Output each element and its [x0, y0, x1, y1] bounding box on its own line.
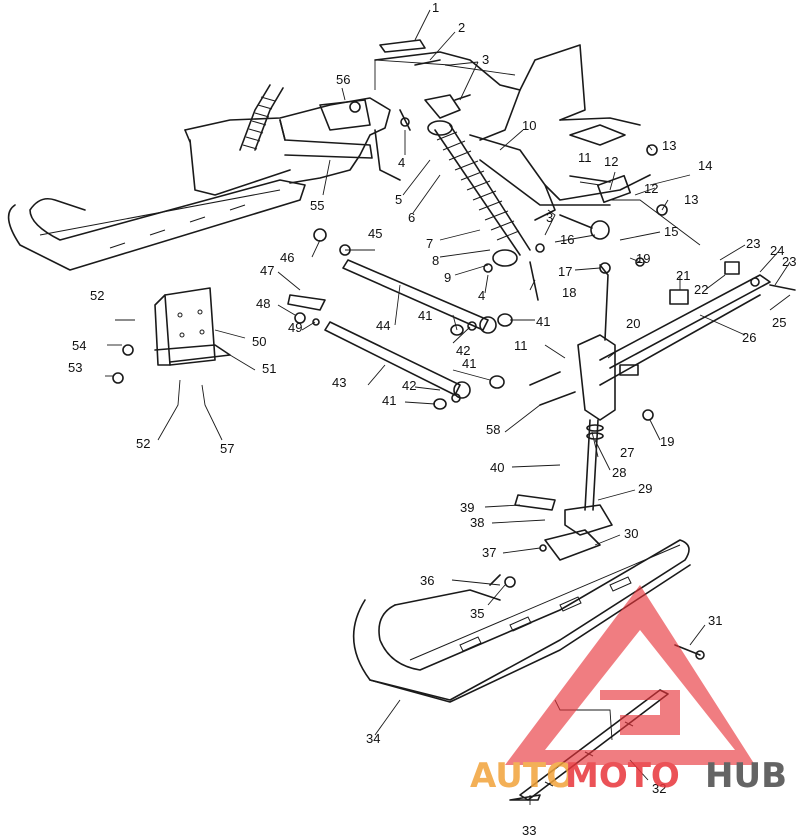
- label-38: 38: [470, 515, 484, 530]
- label-23b: 23: [782, 254, 796, 269]
- label-12: 12: [604, 154, 618, 169]
- label-11: 11: [578, 150, 592, 165]
- label-13: 13: [662, 138, 676, 153]
- label-31: 31: [708, 613, 722, 628]
- label-20: 20: [626, 316, 640, 331]
- label-41d: 41: [382, 393, 396, 408]
- label-2: 2: [458, 20, 465, 35]
- label-17: 17: [558, 264, 572, 279]
- label-33: 33: [522, 823, 536, 838]
- label-7: 7: [426, 236, 433, 251]
- label-3b: 3: [546, 210, 553, 225]
- label-10: 10: [522, 118, 536, 133]
- label-52b: 52: [136, 436, 150, 451]
- label-41a: 41: [418, 308, 432, 323]
- label-57: 57: [220, 441, 234, 456]
- label-35: 35: [470, 606, 484, 621]
- left-ski: [7, 179, 306, 271]
- label-32: 32: [652, 781, 666, 796]
- label-28: 28: [612, 465, 626, 480]
- watermark-logo: AUTO MOTO HUB: [470, 585, 787, 796]
- leader-lines: [105, 9, 791, 805]
- label-41c: 41: [462, 356, 476, 371]
- label-15: 15: [664, 224, 678, 239]
- label-56: 56: [336, 72, 350, 87]
- label-45: 45: [368, 226, 382, 241]
- label-26: 26: [742, 330, 756, 345]
- label-53: 53: [68, 360, 82, 375]
- label-49: 49: [288, 320, 302, 335]
- label-52: 52: [90, 288, 104, 303]
- label-43: 43: [332, 375, 346, 390]
- label-21: 21: [676, 268, 690, 283]
- spindle: [564, 262, 616, 536]
- label-1: 1: [432, 0, 439, 15]
- label-14: 14: [698, 158, 712, 173]
- ski-saddle: [514, 494, 601, 561]
- label-42: 42: [456, 343, 470, 358]
- label-11b: 11: [514, 338, 528, 353]
- chassis-frame: [184, 44, 641, 196]
- watermark-hub: HUB: [705, 756, 787, 796]
- upper-a-arm: [469, 124, 651, 221]
- label-30: 30: [624, 526, 638, 541]
- label-5: 5: [395, 192, 402, 207]
- label-47: 47: [260, 263, 274, 278]
- label-58: 58: [486, 422, 500, 437]
- label-29: 29: [638, 481, 652, 496]
- label-22: 22: [694, 282, 708, 297]
- label-9: 9: [444, 270, 451, 285]
- label-37: 37: [482, 545, 496, 560]
- label-50: 50: [252, 334, 266, 349]
- rear-shock-left: [239, 84, 284, 151]
- label-19b: 19: [660, 434, 674, 449]
- label-46: 46: [280, 250, 294, 265]
- label-13b: 13: [684, 192, 698, 207]
- label-18: 18: [562, 285, 576, 300]
- label-4: 4: [398, 155, 405, 170]
- upper-hardware: [379, 39, 668, 240]
- label-23: 23: [746, 236, 760, 251]
- label-3: 3: [482, 52, 489, 67]
- center-bracket: [319, 99, 411, 181]
- label-12b: 12: [644, 181, 658, 196]
- tie-rod: [599, 261, 796, 386]
- label-6: 6: [408, 210, 415, 225]
- watermark-auto: AUTO: [470, 756, 575, 796]
- callout-labels: 1 2 3 56 10 4 5 6 55 13 11 12 14 12 13 3…: [68, 0, 796, 838]
- label-54: 54: [72, 338, 86, 353]
- label-44: 44: [376, 318, 390, 333]
- label-8: 8: [432, 253, 439, 268]
- label-4b: 4: [478, 288, 485, 303]
- label-27: 27: [620, 445, 634, 460]
- label-51: 51: [262, 361, 276, 376]
- label-42b: 42: [402, 378, 416, 393]
- label-19: 19: [636, 251, 650, 266]
- watermark-moto: MOTO: [565, 756, 680, 796]
- label-34: 34: [366, 731, 380, 746]
- mount-bracket: [154, 287, 326, 366]
- label-40: 40: [490, 460, 504, 475]
- shock-absorber: [424, 94, 531, 267]
- label-24: 24: [770, 243, 784, 258]
- label-36: 36: [420, 573, 434, 588]
- label-41b: 41: [536, 314, 550, 329]
- label-48: 48: [256, 296, 270, 311]
- triangle-logo-icon: [505, 585, 755, 765]
- label-39: 39: [460, 500, 474, 515]
- label-16: 16: [560, 232, 574, 247]
- label-25: 25: [772, 315, 786, 330]
- label-55: 55: [310, 198, 324, 213]
